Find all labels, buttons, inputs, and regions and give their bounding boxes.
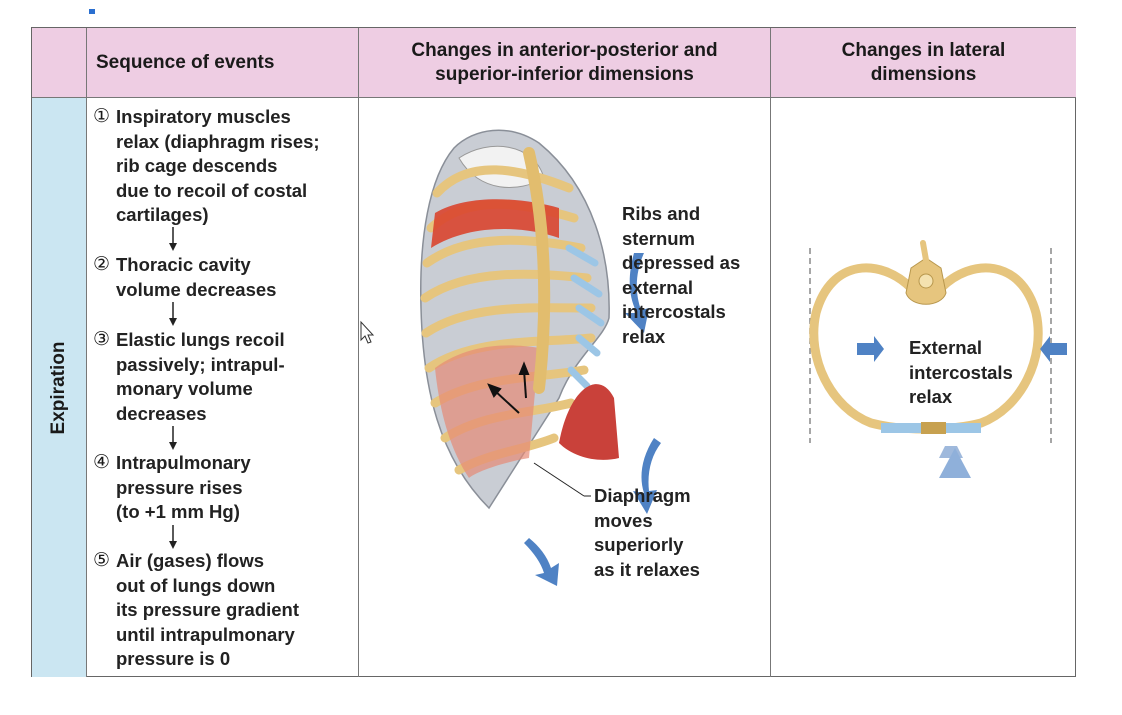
header-lateral: Changes in lateral dimensions xyxy=(771,28,1076,98)
phase-column: Expiration xyxy=(32,98,87,677)
cartilage-left xyxy=(881,423,921,433)
mouse-cursor-icon xyxy=(360,320,375,344)
down-arrow-icon xyxy=(633,438,661,514)
inward-arrow-icon xyxy=(857,336,884,362)
down-arrow-icon xyxy=(169,426,177,450)
header-sequence-label: Sequence of events xyxy=(96,51,275,73)
sequence-column: ① Inspiratory muscles relax (diaphragm r… xyxy=(87,98,359,677)
ribs-label: Ribs and sternum depressed as external i… xyxy=(622,203,741,347)
down-arrow-icon xyxy=(524,538,559,586)
marker-dot xyxy=(89,9,95,14)
small-arrows xyxy=(487,361,530,414)
step-number: ① xyxy=(93,106,111,127)
lateral-label: External intercostals relax xyxy=(909,337,1013,407)
leader-line xyxy=(533,462,585,497)
step-3: ③ Elastic lungs recoil passively; intrap… xyxy=(93,328,285,426)
down-arrow-icon xyxy=(169,302,177,326)
diaphragm-label: Diaphragm moves superiorly as it relaxes xyxy=(594,485,700,580)
intercostal-muscle xyxy=(431,199,559,248)
step-number: ③ xyxy=(93,329,111,350)
step-text: Elastic lungs recoil passively; intrapul… xyxy=(116,329,285,424)
up-arrow-icon xyxy=(939,448,971,478)
spinous-process xyxy=(920,240,929,263)
vertebral-foramen xyxy=(918,273,934,289)
header-ap-si-label: Changes in anterior-posterior and superi… xyxy=(411,39,718,85)
header-sequence: Sequence of events xyxy=(87,28,359,98)
step-number: ⑤ xyxy=(93,550,111,571)
lateral-column: External intercostals relax xyxy=(771,98,1076,677)
step-text: Thoracic cavity volume decreases xyxy=(116,254,277,300)
rib-cross-section-illustration xyxy=(809,240,1067,478)
down-arrow-icon xyxy=(169,525,177,549)
sternum xyxy=(523,147,551,394)
down-arrow-icon xyxy=(625,253,649,333)
sternum-section xyxy=(921,422,946,434)
step-number: ② xyxy=(93,254,111,275)
step-1: ① Inspiratory muscles relax (diaphragm r… xyxy=(93,105,320,228)
step-text: Intrapulmonary pressure rises (to +1 mm … xyxy=(116,452,251,522)
step-2: ② Thoracic cavity volume decreases xyxy=(93,253,276,302)
costal-cartilages xyxy=(565,244,605,390)
down-arrow-icon xyxy=(169,227,177,251)
phase-label: Expiration xyxy=(48,341,69,435)
step-4: ④ Intrapulmonary pressure rises (to +1 m… xyxy=(93,451,251,525)
step-text: Air (gases) flows out of lungs down its … xyxy=(116,550,300,669)
header-corner xyxy=(32,28,87,98)
header-ap-si: Changes in anterior-posterior and superi… xyxy=(359,28,771,98)
step-text: Inspiratory muscles relax (diaphragm ris… xyxy=(116,106,320,225)
header-lateral-label: Changes in lateral dimensions xyxy=(841,39,1006,85)
ap-si-column: Ribs and sternum depressed as external i… xyxy=(359,98,771,677)
step-5: ⑤ Air (gases) flows out of lungs down it… xyxy=(93,549,299,672)
step-number: ④ xyxy=(93,452,111,473)
expiration-table: Sequence of events Changes in anterior-p… xyxy=(31,27,1076,677)
inward-arrow-icon xyxy=(1040,336,1067,362)
lower-muscle xyxy=(435,345,539,478)
cartilage-right xyxy=(946,423,981,433)
diaphragm-muscle xyxy=(559,384,619,460)
rib-cage-illustration xyxy=(360,129,661,586)
